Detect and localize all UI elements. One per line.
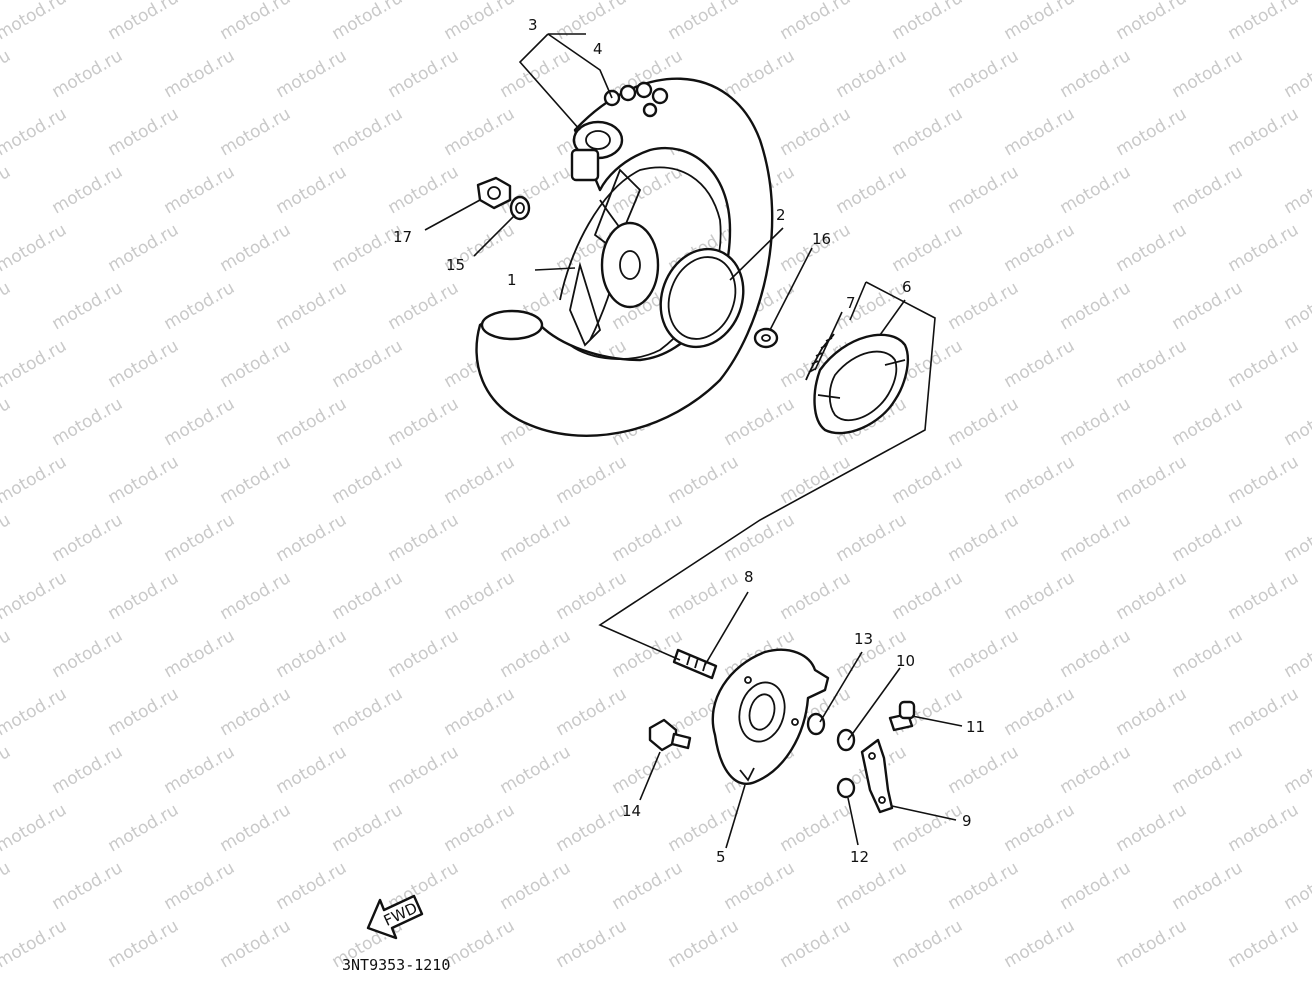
callout-6: 6 [902, 278, 912, 296]
drawing-code: 3NT9353-1210 [342, 956, 450, 974]
washer [509, 195, 531, 221]
callout-10: 10 [896, 652, 915, 670]
callout-13: 13 [854, 630, 873, 648]
brake-shoe-kit [813, 333, 909, 435]
fwd-arrow-icon: FWD [366, 894, 424, 940]
brake-shoe-plate [711, 648, 830, 785]
leader-lines [424, 33, 963, 849]
oil-seal [659, 247, 745, 349]
callout-12: 12 [850, 848, 869, 866]
callout-16: 16 [812, 230, 831, 248]
callout-3: 3 [528, 16, 538, 34]
callout-7: 7 [846, 294, 856, 312]
callout-2: 2 [776, 206, 786, 224]
callout-numbers: 1 2 3 4 5 6 7 8 9 10 11 12 13 14 15 16 1… [393, 16, 985, 866]
callout-15: 15 [446, 256, 465, 274]
camshaft-lever [860, 738, 894, 814]
collar [753, 327, 779, 349]
callout-9: 9 [962, 812, 972, 830]
bolt-11 [888, 700, 916, 732]
axle-nut [476, 176, 512, 210]
bolt-14 [648, 718, 692, 752]
callout-11: 11 [966, 718, 985, 736]
callout-14: 14 [622, 802, 641, 820]
callout-1: 1 [507, 271, 517, 289]
callout-17: 17 [393, 228, 412, 246]
lever-nut [836, 777, 856, 799]
lever-washer [836, 728, 856, 752]
callout-8: 8 [744, 568, 754, 586]
wheel-bearings [603, 81, 669, 118]
callout-4: 4 [593, 40, 603, 58]
callout-5: 5 [716, 848, 726, 866]
cam-seal [806, 712, 826, 736]
brake-camshaft [672, 648, 718, 680]
